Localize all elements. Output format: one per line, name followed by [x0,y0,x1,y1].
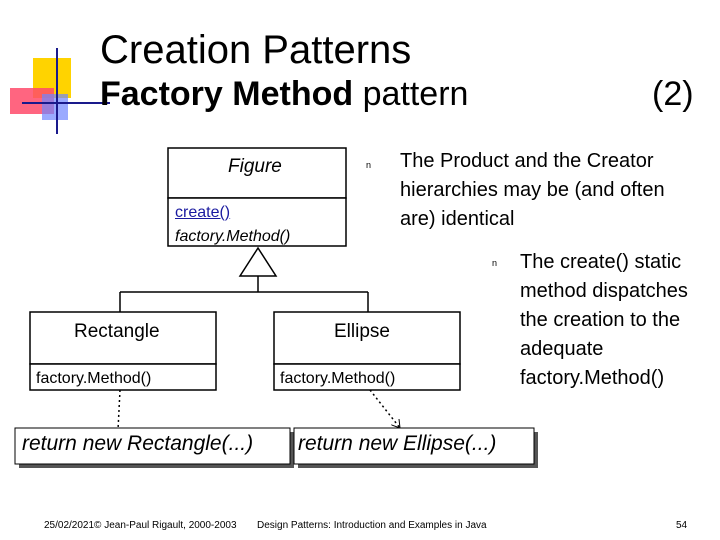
inheritance-triangle [238,246,278,277]
bullet-text: The Product and the Creator hierarchies … [400,150,665,230]
ellipse-factory-method: factory.Method() [280,370,396,387]
rectangle-class-name: Rectangle [74,321,160,342]
figure-create-method[interactable]: create() [175,204,231,221]
logo-blue-square [42,94,68,120]
ellipse-name-box [273,311,461,365]
ellipse-note [293,427,535,465]
footer-copyright: 25/02/2021© Jean-Paul Rigault, 2000-2003 [44,520,237,531]
ellipse-note-text: return new Ellipse(...) [298,432,497,455]
bullet-marker: n [366,160,372,170]
bullet-marker: n [492,258,498,268]
rectangle-note-link [117,389,121,431]
figure-methods-box [167,197,347,247]
bullet-text: The create() static method dispatches th… [520,251,688,389]
figure-class-name: Figure [228,156,282,177]
rectangle-name-box [29,311,217,365]
ellipse-class-name: Ellipse [334,321,390,342]
ellipse-note-link [369,389,401,428]
logo-horizontal-line [22,102,110,104]
rectangle-methods-box [29,363,217,391]
page-number: 54 [676,520,688,531]
figure-name-box [167,147,347,199]
slide-subtitle: Factory Method pattern [100,74,468,114]
footer-course-title: Design Patterns: Introduction and Exampl… [257,520,487,531]
subtitle-bold: Factory Method [100,75,354,113]
rectangle-note [14,427,291,465]
subtitle-rest: pattern [353,75,469,113]
logo-vertical-line [56,48,58,134]
figure-factory-method: factory.Method() [175,228,291,245]
slide-part-number: (2) [652,75,694,113]
rectangle-factory-method: factory.Method() [36,370,152,387]
ellipse-methods-box [273,363,461,391]
slide-title: Creation Patterns [100,28,412,72]
rectangle-note-text: return new Rectangle(...) [22,432,254,455]
